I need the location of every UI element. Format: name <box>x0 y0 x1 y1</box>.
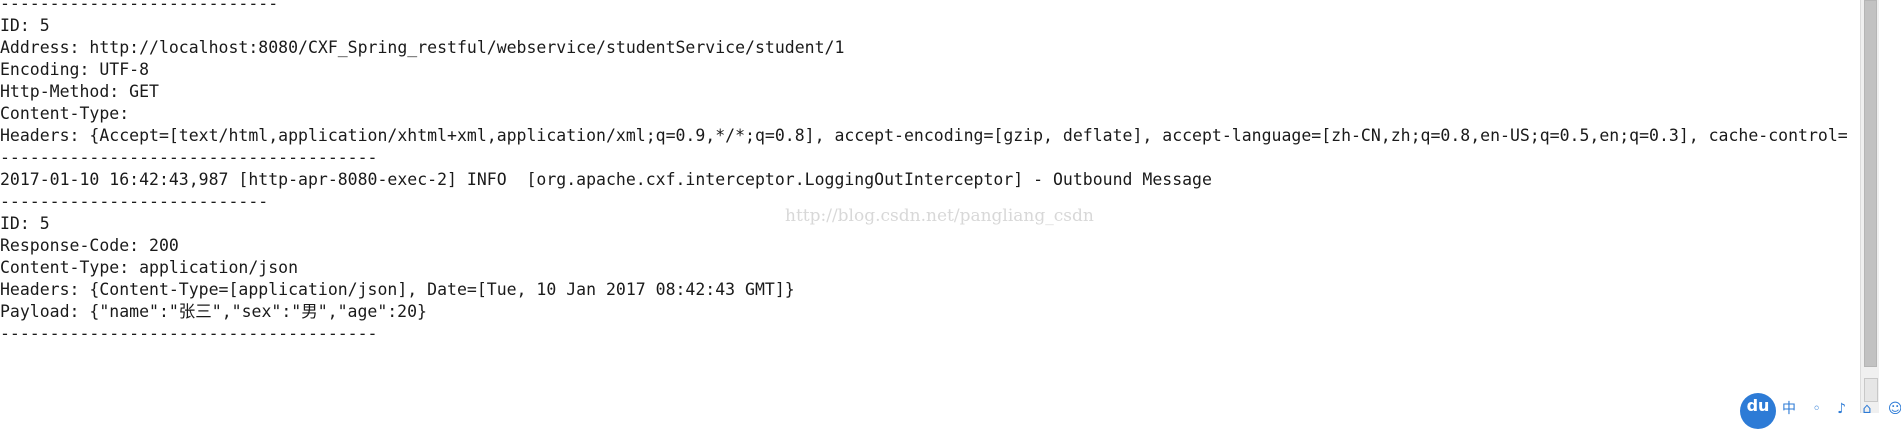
log-line-address: Address: http://localhost:8080/CXF_Sprin… <box>0 38 845 57</box>
ime-tray: du 中 ◦ ♪ ⌂ ☺ 田 <box>1740 393 1901 429</box>
log-line-request-headers: Headers: {Accept=[text/html,application/… <box>0 126 1848 145</box>
vertical-scrollbar[interactable] <box>1860 0 1879 413</box>
watermark-text: http://blog.csdn.net/pangliang_csdn <box>785 206 1094 226</box>
log-line-request-content-type: Content-Type: <box>0 104 130 123</box>
log-line-separator: -------------------------------------- <box>0 324 378 343</box>
console-output: ---------------------------- ID: 5 Address… <box>0 0 1848 343</box>
log-line-payload: Payload: {"name":"张三","sex":"男","age":20… <box>0 302 427 321</box>
log-line-outbound-info: 2017-01-10 16:42:43,987 [http-apr-8080-e… <box>0 170 1212 189</box>
log-line-separator: ---------------------------- <box>0 0 279 13</box>
log-line-response-content-type: Content-Type: application/json <box>0 258 299 277</box>
log-line-http-method: Http-Method: GET <box>0 82 159 101</box>
scrollbar-down-arrow[interactable] <box>1864 378 1878 402</box>
log-line-request-id: ID: 5 <box>0 16 50 35</box>
log-line-response-id: ID: 5 <box>0 214 50 233</box>
log-line-separator: -------------------------------------- <box>0 148 378 167</box>
log-line-separator: --------------------------- <box>0 192 269 211</box>
scrollbar-thumb[interactable] <box>1864 0 1877 367</box>
log-text: ---------------------------- ID: 5 Address… <box>0 0 1848 343</box>
baidu-ime-logo-icon[interactable]: du <box>1740 393 1776 429</box>
log-line-response-headers: Headers: {Content-Type=[application/json… <box>0 280 795 299</box>
ime-toolbar-icons[interactable]: 中 ◦ ♪ ⌂ ☺ 田 <box>1782 401 1901 417</box>
log-line-encoding: Encoding: UTF-8 <box>0 60 150 79</box>
log-line-response-code: Response-Code: 200 <box>0 236 179 255</box>
